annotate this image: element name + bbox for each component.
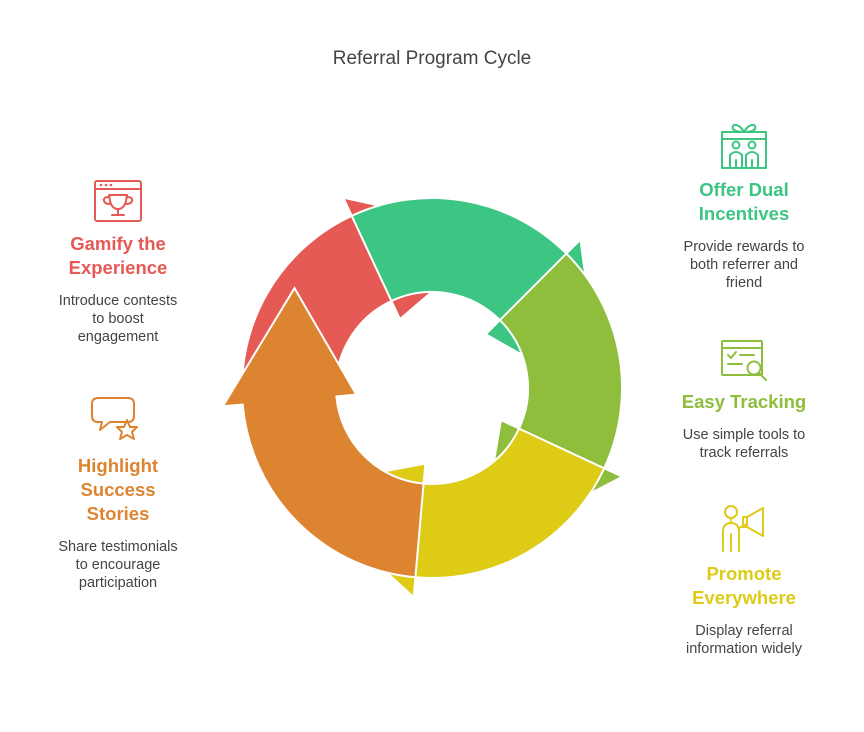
cycle-arrows — [220, 196, 625, 600]
diagram-title: Referral Program Cycle — [332, 48, 532, 69]
trophy-window-icon — [94, 180, 142, 222]
arrow-stories — [220, 286, 425, 579]
tracking-window-icon — [721, 340, 767, 381]
megaphone-person-icon — [722, 505, 764, 552]
speech-star-icon — [91, 397, 138, 440]
stage-heading: Easy Tracking — [681, 391, 807, 412]
gift-people-icon — [721, 123, 767, 169]
